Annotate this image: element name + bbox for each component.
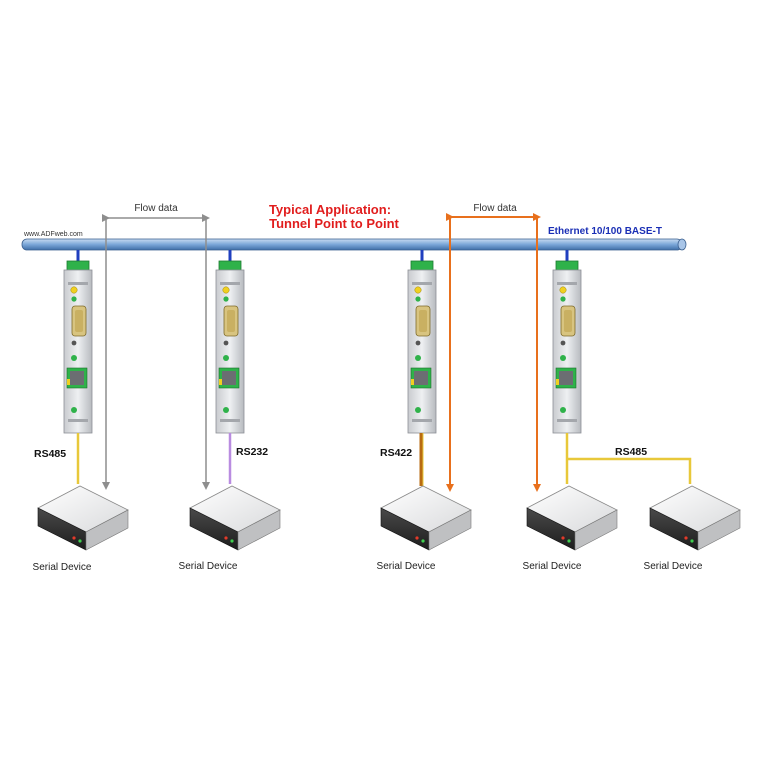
converter-module (63, 250, 93, 434)
device-label-3: Serial Device (377, 561, 436, 572)
website-label: www.ADFweb.com (23, 231, 83, 238)
title-line-2: Tunnel Point to Point (269, 216, 399, 231)
title-line-1: Typical Application: (269, 202, 391, 217)
serial-device (37, 485, 129, 551)
device-label-2: Serial Device (179, 561, 238, 572)
link-label-rs422: RS422 (380, 447, 412, 459)
flow-data-gray: Flow data (102, 200, 210, 490)
ethernet-label: Ethernet 10/100 BASE-T (548, 226, 662, 237)
device-label-4: Serial Device (523, 561, 582, 572)
flow-label-gray: Flow data (134, 203, 178, 214)
serial-device (649, 485, 741, 551)
device-label-5: Serial Device (644, 561, 703, 572)
ethernet-bus (21, 238, 687, 251)
link-label-rs232: RS232 (236, 446, 268, 458)
converter-module (407, 250, 437, 434)
serial-device (380, 485, 472, 551)
converter-module (215, 250, 245, 434)
serial-device (189, 485, 281, 551)
converter-module (552, 250, 582, 434)
link-label-rs485-2: RS485 (615, 446, 647, 458)
flow-label-orange: Flow data (473, 203, 517, 214)
serial-links (76, 433, 692, 486)
serial-device (526, 485, 618, 551)
link-label-rs485-1: RS485 (34, 448, 66, 460)
flow-data-orange: Flow data (446, 200, 541, 492)
device-label-1: Serial Device (33, 562, 92, 573)
